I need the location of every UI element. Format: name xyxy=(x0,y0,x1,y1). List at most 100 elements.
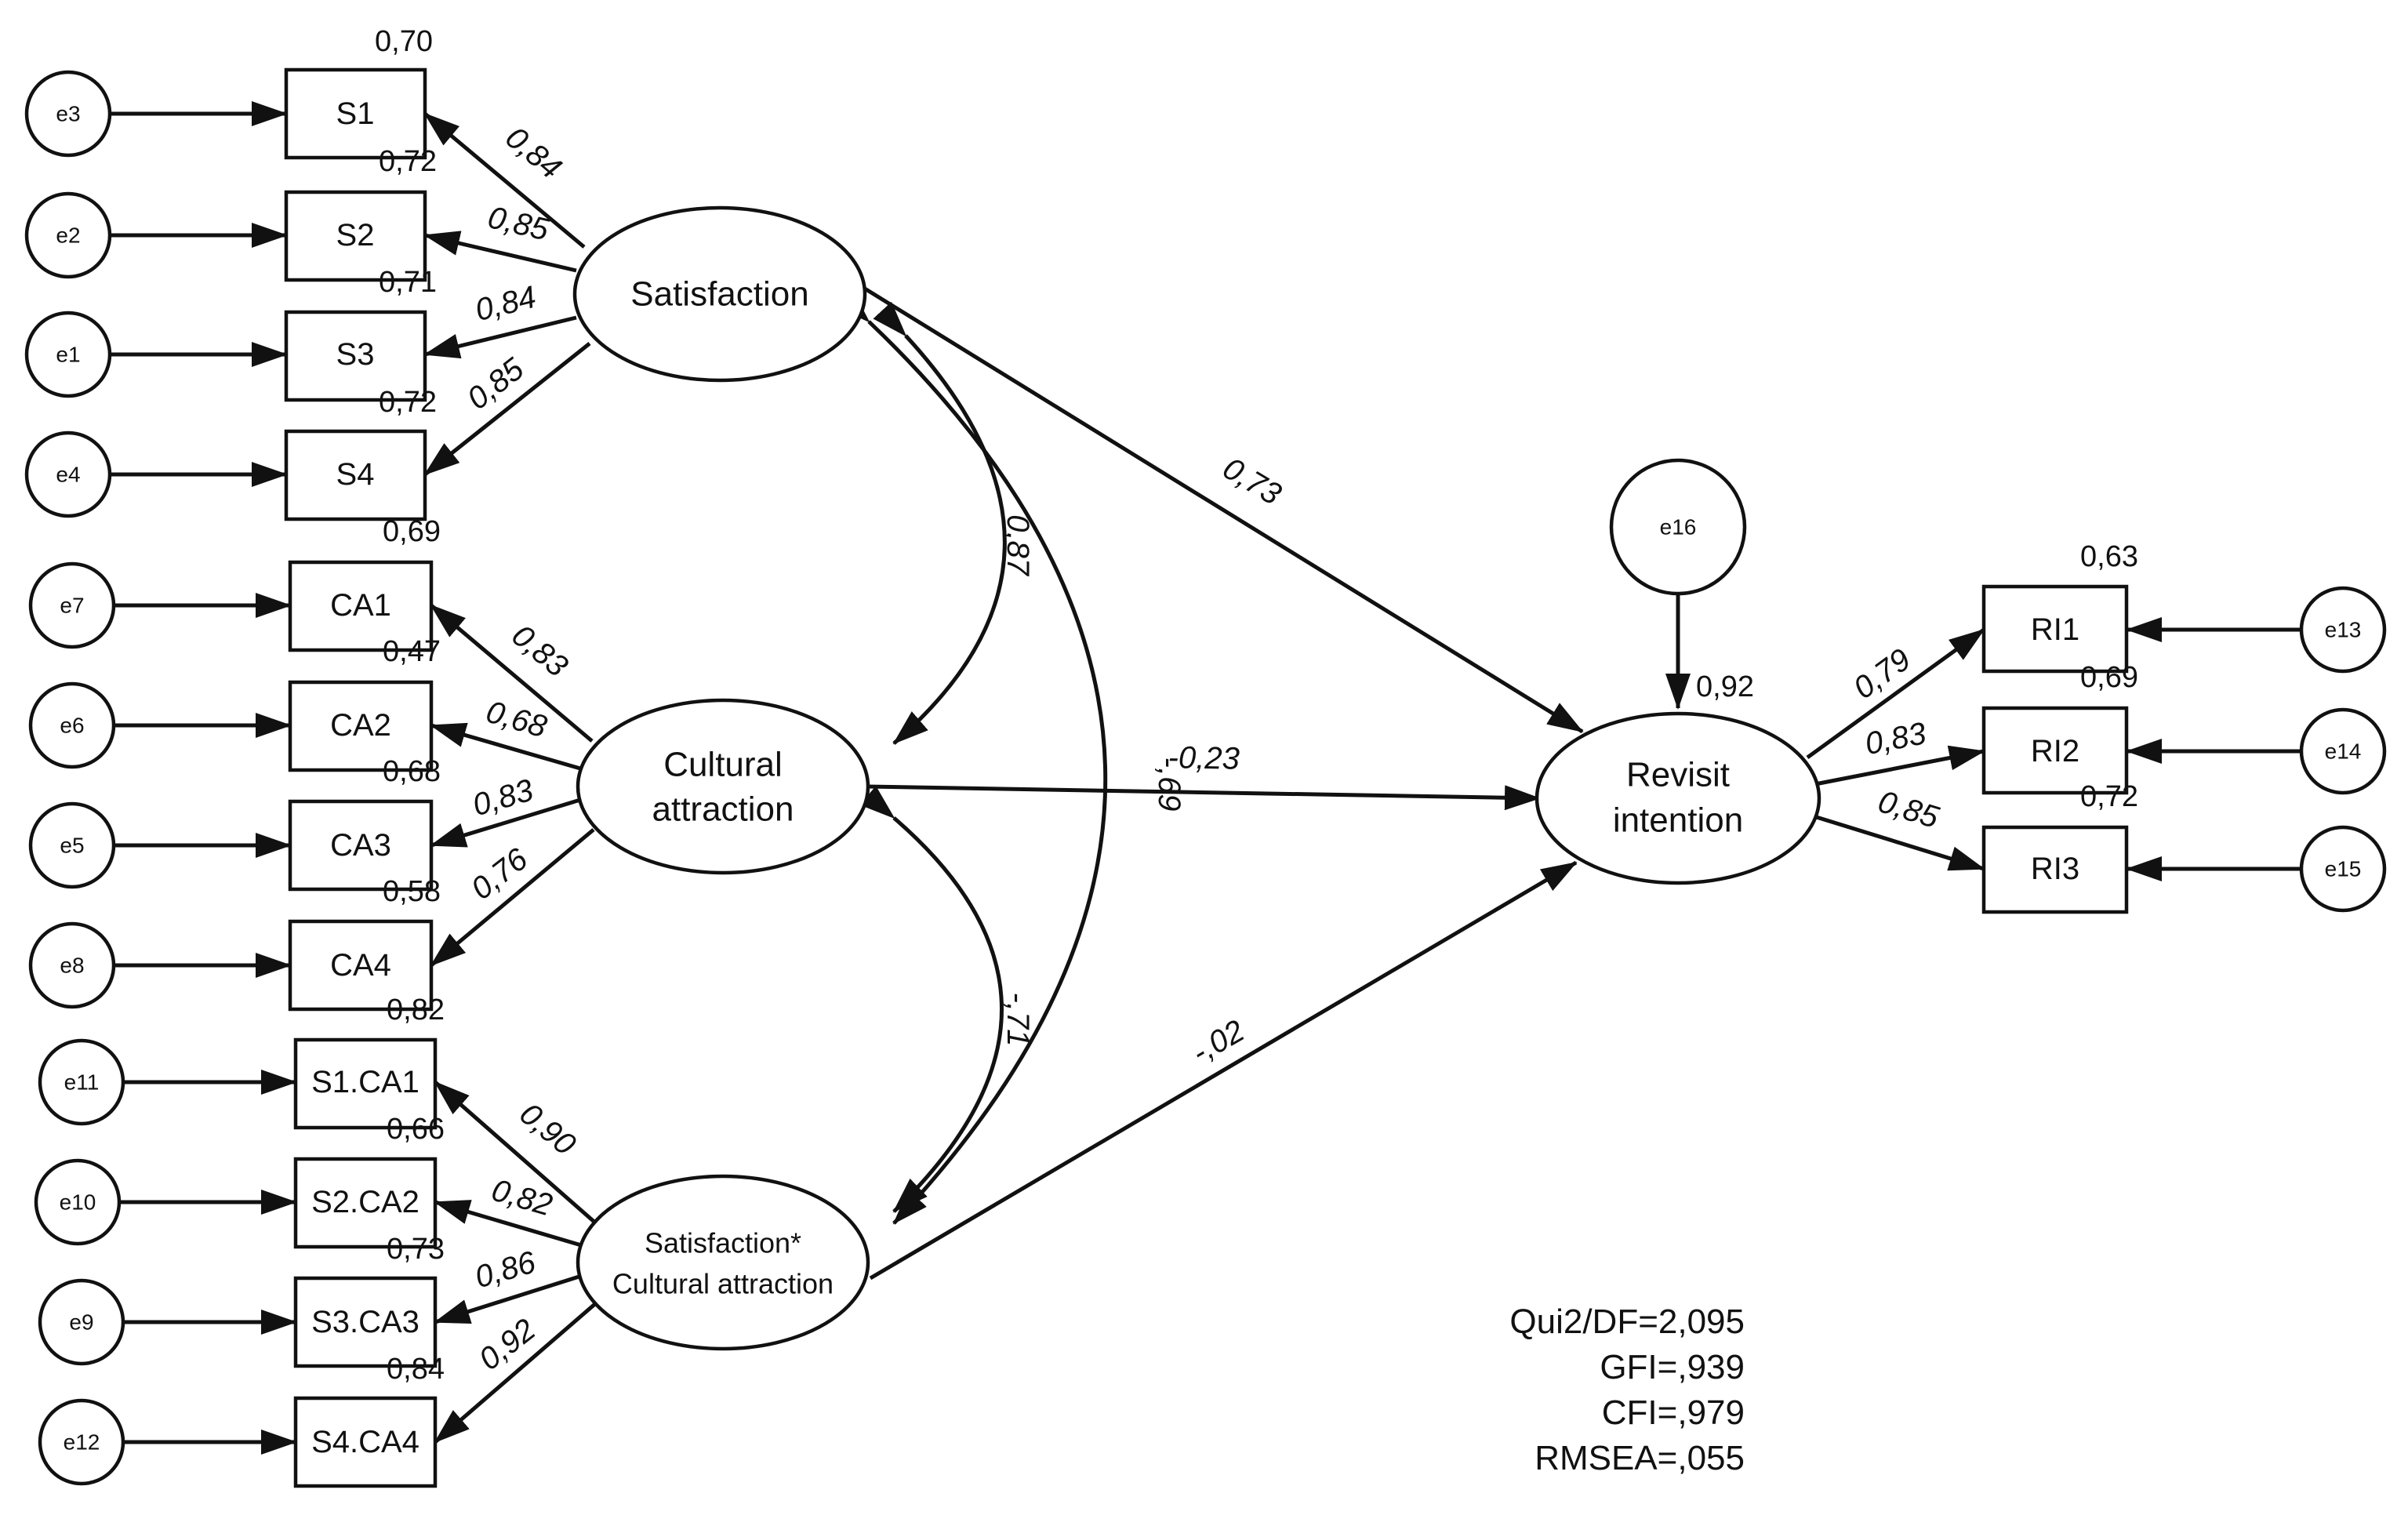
r2-label: 0,69 xyxy=(2080,661,2138,694)
latent-label: Satisfaction xyxy=(630,275,808,314)
loading-arrow xyxy=(434,1296,604,1444)
indicator-box xyxy=(284,429,427,521)
error-arrows xyxy=(110,101,2301,1455)
indicator-label: S4.CA4 xyxy=(311,1425,419,1459)
error-circle xyxy=(38,1038,125,1126)
loading-label: 0,92 xyxy=(473,1312,542,1377)
error-circle xyxy=(38,1398,125,1486)
error-circle xyxy=(2299,707,2387,795)
r2-label: 0,73 xyxy=(387,1233,445,1266)
loading-arrow xyxy=(1811,813,1985,871)
path-ca-to-revisit xyxy=(866,784,1541,811)
r2-label: 0,72 xyxy=(379,386,437,419)
loading-arrow xyxy=(430,722,581,771)
error-label: e9 xyxy=(69,1310,93,1335)
indicator-box xyxy=(288,919,434,1012)
loading-label: 0,84 xyxy=(499,120,568,186)
error-circle xyxy=(24,70,112,158)
indicator-label: S2 xyxy=(336,218,375,252)
indicator-label: S3 xyxy=(336,337,375,372)
indicator-box xyxy=(293,1157,438,1249)
error-circle xyxy=(28,801,116,889)
fit-index: RMSEA=,055 xyxy=(1535,1439,1745,1477)
error-circle xyxy=(34,1158,122,1246)
loading-label: 0,79 xyxy=(1847,642,1917,706)
latent-label: intention xyxy=(1613,801,1743,840)
latent-satisfaction xyxy=(572,205,867,383)
error-label: e1 xyxy=(56,343,80,367)
error-label: e11 xyxy=(64,1070,100,1095)
error-label: e15 xyxy=(2325,857,2362,881)
loading-arrow xyxy=(430,828,595,967)
error-label: e8 xyxy=(60,954,84,978)
covariance-label-sat-ca: 0,87 xyxy=(1001,514,1035,577)
fit-index: Qui2/DF=2,095 xyxy=(1509,1302,1745,1341)
error-circle xyxy=(38,1278,125,1366)
error-circle xyxy=(28,921,116,1009)
error-circle xyxy=(28,561,116,649)
fit-index: CFI=,979 xyxy=(1602,1393,1745,1432)
indicator-box xyxy=(288,680,434,772)
loading-label: 0,83 xyxy=(505,618,574,684)
indicator-label: S1 xyxy=(336,96,375,131)
r2-label: 0,58 xyxy=(383,875,441,908)
indicator-box xyxy=(284,67,427,160)
loading-arrow xyxy=(423,112,586,249)
error-label: e6 xyxy=(60,714,84,738)
latent-label: Cultural xyxy=(663,746,783,784)
indicator-box xyxy=(293,1276,438,1368)
r2-label: 0,82 xyxy=(387,994,445,1026)
loading-label: 0,83 xyxy=(1862,716,1929,761)
path-label-sat-revisit: 0,73 xyxy=(1217,451,1287,512)
loading-arrow xyxy=(423,342,591,476)
latent-cultural-attraction xyxy=(576,698,870,875)
error-circle xyxy=(2299,586,2387,674)
path-label-ca-revisit: -0,23 xyxy=(1168,740,1240,776)
indicator-box xyxy=(288,799,434,892)
r2-label: 0,70 xyxy=(375,25,433,58)
error-label: e10 xyxy=(60,1190,96,1215)
path-sat-to-revisit xyxy=(859,284,1584,734)
r2-label: 0,69 xyxy=(383,515,441,548)
latent-variables: Satisfaction Cultural attraction Satisfa… xyxy=(572,205,1821,1351)
covariance-curves xyxy=(835,289,1108,1225)
loading-arrow xyxy=(423,231,577,273)
path-labels: 0,73 -0,23 -,02 0,87 -,71 -,69 xyxy=(1001,451,1287,1070)
indicator-boxes: S1 S2 S3 S4 CA1 CA2 CA3 CA4 S1.CA1 S2.CA… xyxy=(284,67,2129,1488)
indicator-label: RI2 xyxy=(2031,734,2079,768)
latent-label: attraction xyxy=(652,790,794,829)
loading-label: 0,85 xyxy=(1874,784,1943,835)
covariance-label-sat-int: -,69 xyxy=(1152,758,1186,812)
loading-label: 0,85 xyxy=(461,351,531,416)
r2-label: 0,47 xyxy=(383,635,441,668)
covariance-sat-int xyxy=(835,289,1108,1225)
indicator-box xyxy=(284,310,427,402)
indicator-box xyxy=(1981,584,2129,674)
loading-arrows xyxy=(423,112,1985,1444)
latent-revisit-intention xyxy=(1535,711,1821,885)
indicator-box xyxy=(1981,706,2129,795)
indicator-label: S1.CA1 xyxy=(311,1065,419,1099)
error-circle xyxy=(24,431,112,518)
indicator-box xyxy=(1981,825,2129,914)
covariance-sat-ca xyxy=(873,301,1007,745)
loading-arrow xyxy=(1814,745,1985,787)
fit-index: GFI=,939 xyxy=(1600,1348,1745,1386)
indicator-label: S3.CA3 xyxy=(311,1305,419,1339)
loading-label: 0,68 xyxy=(482,695,551,745)
error-circle xyxy=(28,681,116,769)
latent-label: Satisfaction* xyxy=(645,1227,801,1259)
loading-label: 0,86 xyxy=(471,1244,540,1295)
indicator-box xyxy=(293,1396,438,1488)
loading-arrow xyxy=(434,1272,587,1324)
r2-label: 0,68 xyxy=(383,755,441,788)
loading-label: 0,84 xyxy=(472,280,539,329)
loading-label: 0,85 xyxy=(485,200,552,248)
r2-label: 0,72 xyxy=(2080,780,2138,813)
indicator-label: CA2 xyxy=(330,708,391,743)
error-terms: e3 e2 e1 e4 e7 e6 e5 e8 e11 e10 e9 e12 e… xyxy=(24,70,2387,1486)
indicator-label: CA4 xyxy=(330,948,391,983)
fit-indices: Qui2/DF=2,095 GFI=,939 CFI=,979 RMSEA=,0… xyxy=(1509,1302,1745,1477)
r2-label: 0,72 xyxy=(379,145,437,178)
